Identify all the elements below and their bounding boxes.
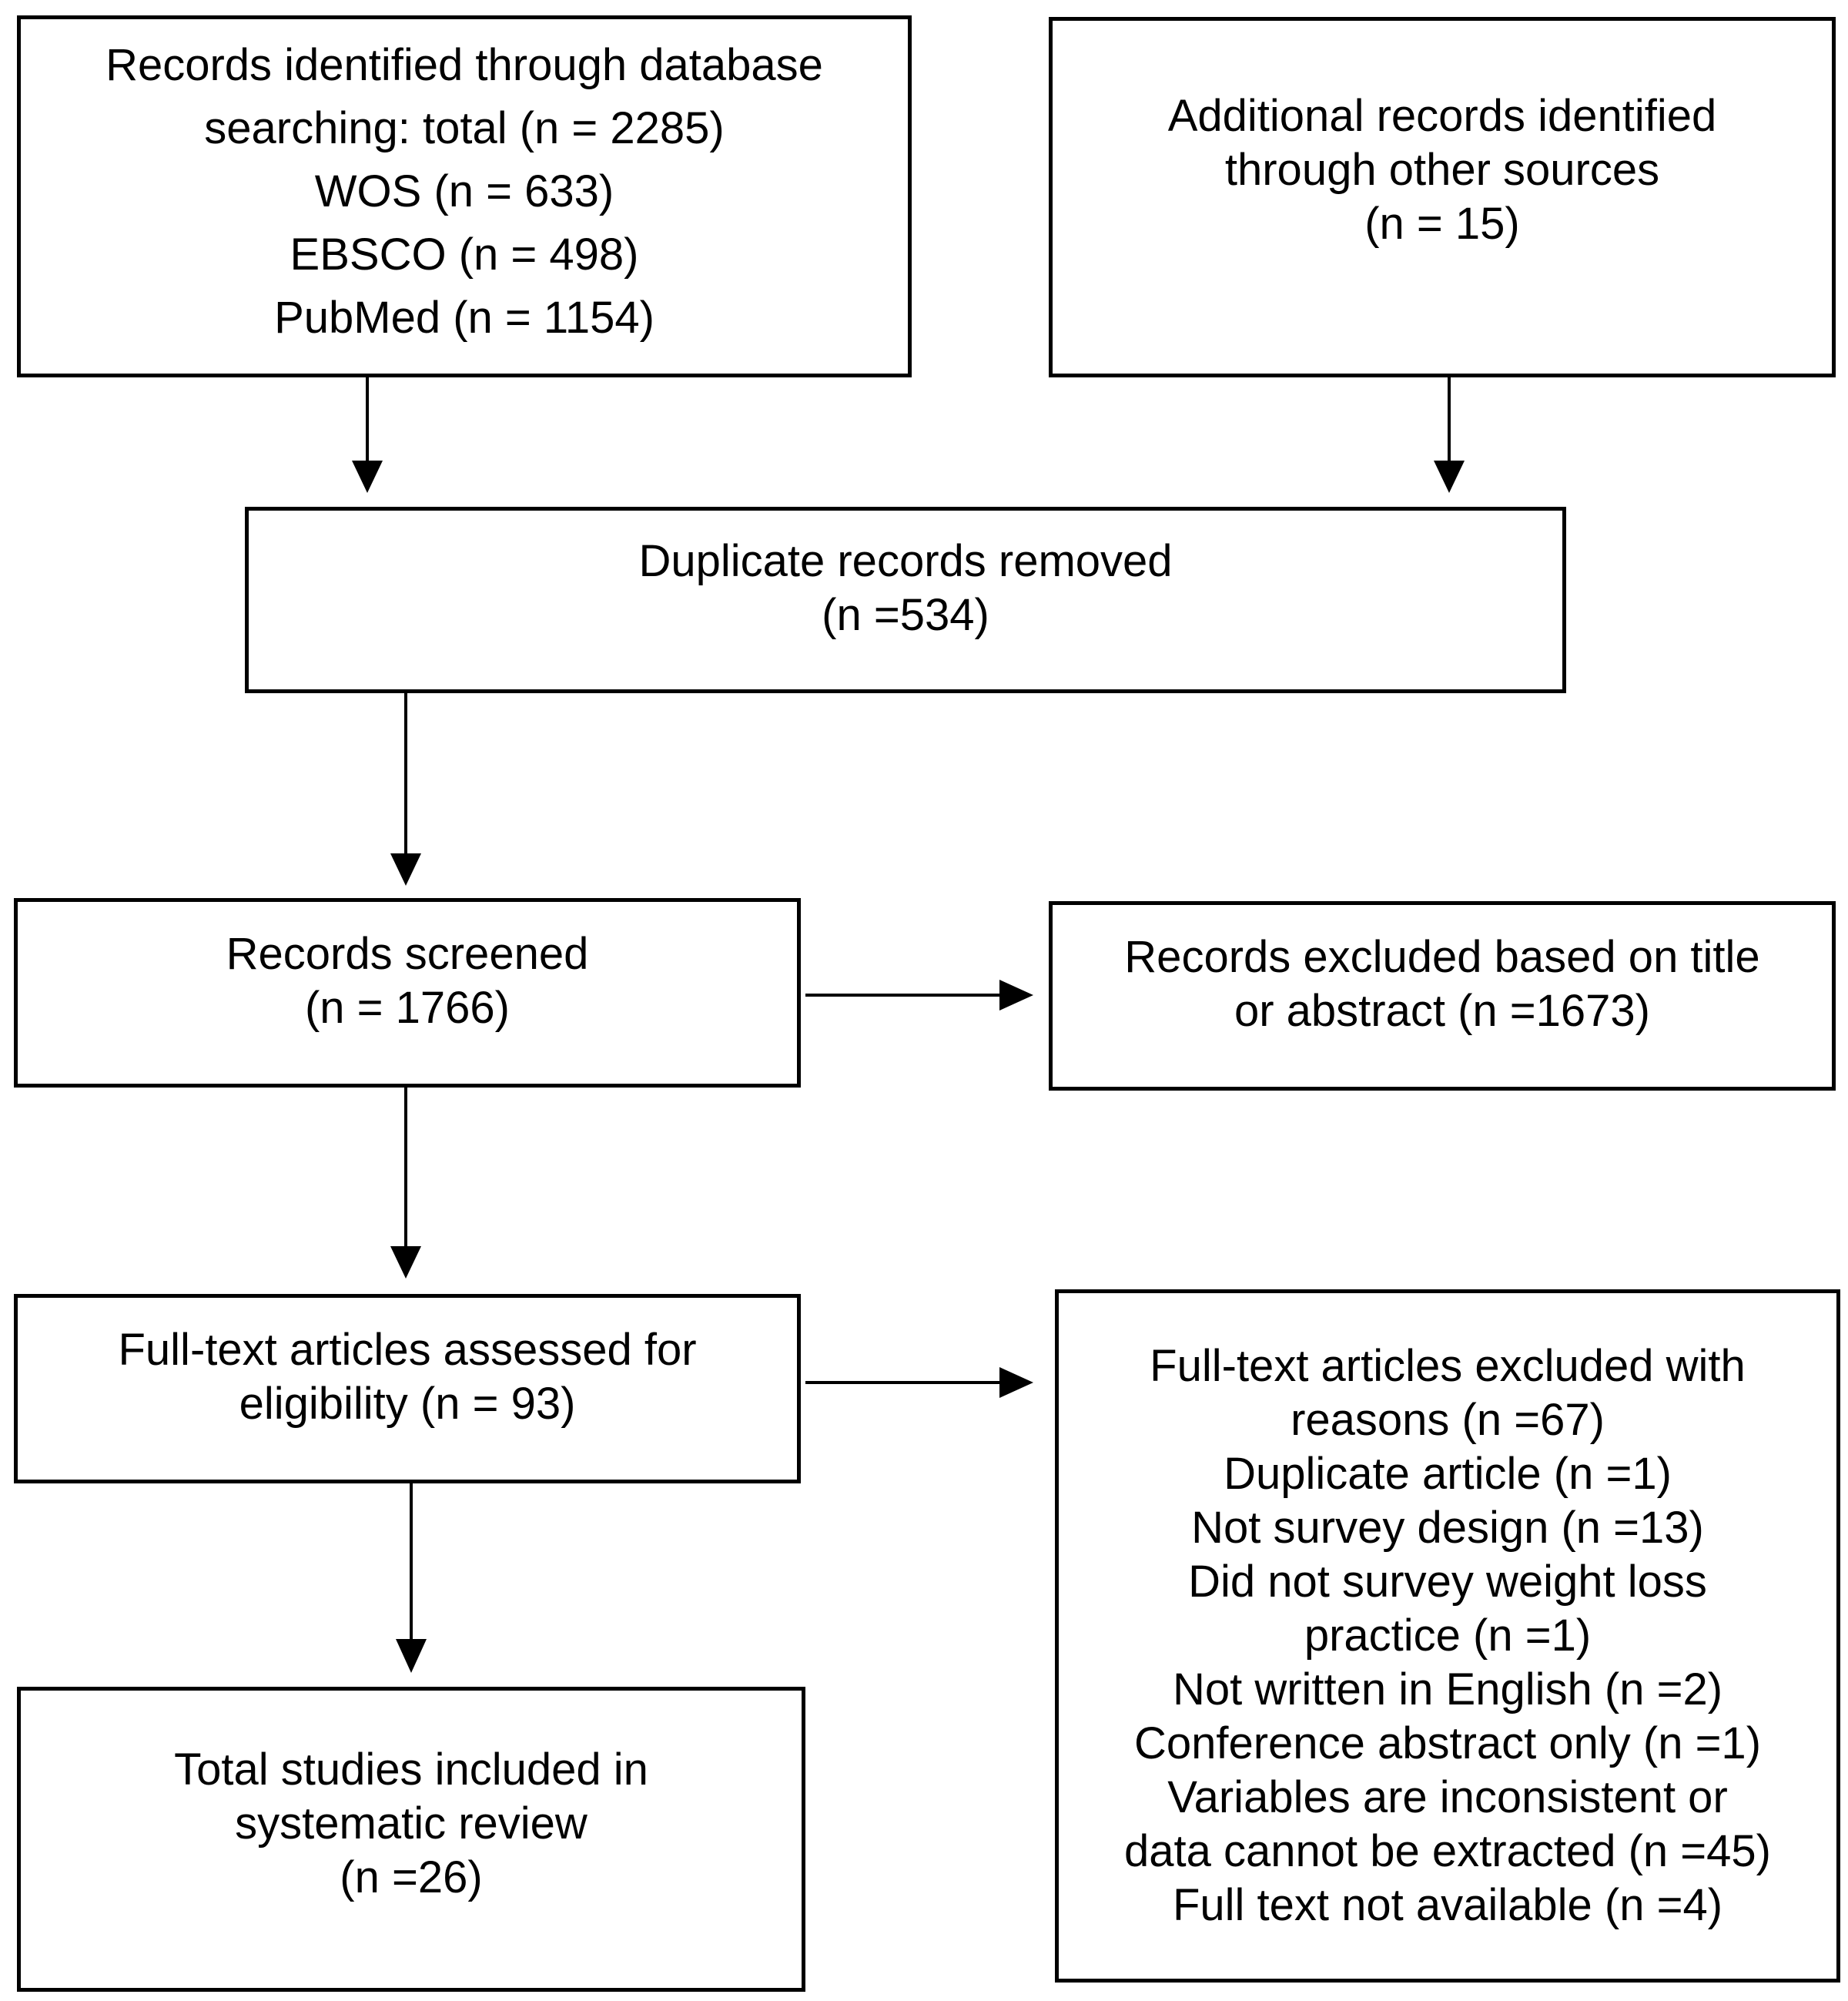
box-text-line: WOS (n = 633) (314, 166, 614, 216)
box-text-line: Did not survey weight loss (1188, 1557, 1707, 1607)
records-excluded-box: Records excluded based on title or abstr… (1049, 901, 1836, 1091)
box-text-line: practice (n =1) (1304, 1611, 1592, 1661)
box-text-line: or abstract (n =1673) (1234, 986, 1650, 1036)
duplicates-removed-box: Duplicate records removed (n =534) (245, 507, 1566, 693)
arrowhead-icon (1434, 461, 1465, 493)
box-text-line: (n =534) (822, 590, 989, 640)
arrowhead-icon (390, 853, 421, 886)
box-text-line: Variables are inconsistent or (1167, 1772, 1728, 1822)
box-text-line: Conference abstract only (n =1) (1133, 1718, 1762, 1768)
screened-text: Records screened (n = 1766) (226, 927, 589, 1058)
box-text-line: through other sources (1224, 145, 1660, 195)
box-text-line: Not survey design (n =13) (1191, 1503, 1704, 1553)
box-text-line: Duplicate article (n =1) (1224, 1449, 1672, 1499)
fulltext-assessed-box: Full-text articles assessed for eligibil… (14, 1294, 801, 1483)
box-text-line: data cannot be extracted (n =45) (1124, 1826, 1771, 1876)
box-text-line: Records identified through database (105, 40, 823, 90)
box-text-line: eligibility (n = 93) (239, 1379, 576, 1429)
included-text: Total studies included in systematic rev… (174, 1743, 648, 1936)
box-text-line: PubMed (n = 1154) (274, 293, 654, 343)
fulltext-excluded-box: Full-text articles excluded with reasons… (1055, 1289, 1840, 1983)
box-text-line: Full text not available (n =4) (1172, 1880, 1723, 1930)
box-text-line: (n = 1766) (304, 983, 510, 1033)
studies-included-box: Total studies included in systematic rev… (17, 1687, 805, 1992)
box-text-line: EBSCO (n = 498) (290, 230, 639, 280)
box-text-line: searching: total (n = 2285) (204, 103, 725, 153)
box-text-line: (n = 15) (1364, 199, 1520, 249)
excluded-text: Records excluded based on title or abstr… (1124, 930, 1759, 1061)
arrowhead-icon (352, 461, 383, 493)
duplicates-text: Duplicate records removed (n =534) (638, 535, 1172, 665)
box-text-line: (n =26) (340, 1852, 483, 1902)
box-text-line: Not written in English (n =2) (1172, 1664, 1723, 1714)
box-text-line: Full-text articles assessed for (118, 1325, 697, 1375)
database-records-box: Records identified through database sear… (17, 15, 912, 377)
box-text-line: systematic review (235, 1798, 588, 1848)
box-text-line: Duplicate records removed (638, 536, 1173, 586)
other-sources-text: Additional records identified through ot… (1168, 89, 1717, 305)
records-screened-box: Records screened (n = 1766) (14, 898, 801, 1088)
box-text-line: reasons (n =67) (1291, 1395, 1605, 1445)
arrowhead-icon (999, 980, 1033, 1011)
arrowhead-icon (390, 1246, 421, 1279)
arrowhead-icon (396, 1639, 427, 1673)
box-text-line: Records screened (226, 929, 589, 979)
arrowhead-icon (999, 1367, 1033, 1398)
box-text-line: Total studies included in (174, 1745, 648, 1795)
assessed-text: Full-text articles assessed for eligibil… (118, 1323, 696, 1454)
other-sources-box: Additional records identified through ot… (1049, 17, 1836, 377)
box-text-line: Records excluded based on title (1124, 932, 1760, 982)
box-text-line: Additional records identified (1167, 91, 1717, 141)
box-text-line: Full-text articles excluded with (1150, 1341, 1746, 1391)
